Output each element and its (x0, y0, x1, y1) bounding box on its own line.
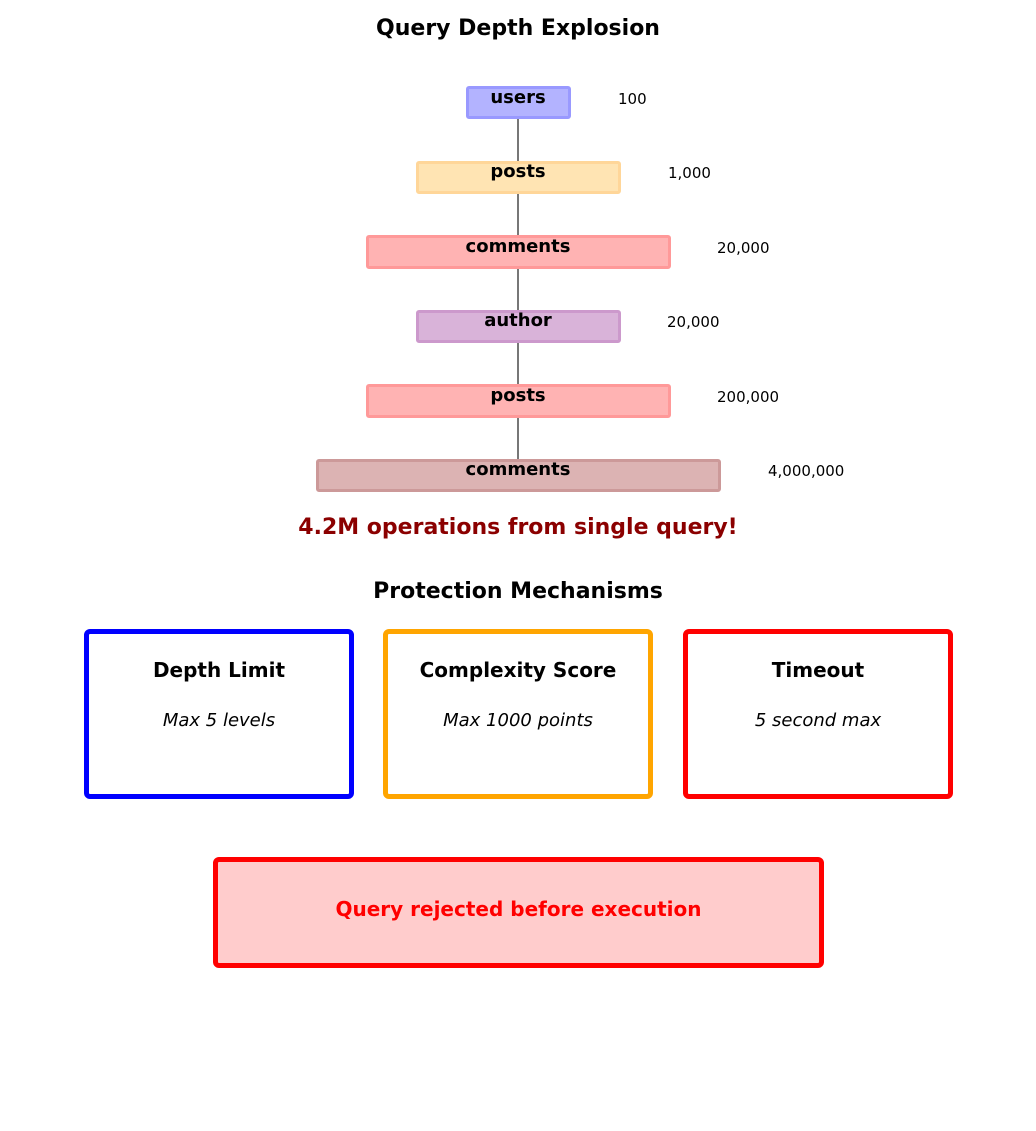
mechanism-desc: Max 5 levels (162, 710, 276, 731)
rejected-text: Query rejected before execution (335, 897, 702, 921)
level-box-posts (366, 384, 671, 418)
level-count: 100 (618, 90, 647, 108)
operations-warning: 4.2M operations from single query! (298, 515, 738, 540)
level-count: 200,000 (717, 388, 780, 406)
explosion-title: Query Depth Explosion (376, 16, 660, 41)
protection-title: Protection Mechanisms (373, 579, 663, 604)
tree-connector (517, 193, 519, 237)
mechanism-title: Depth Limit (152, 658, 286, 682)
mechanism-card-depth-limit: Depth Limit Max 5 levels (84, 629, 354, 799)
level-label: comments (465, 459, 571, 480)
level-label: author (484, 310, 552, 331)
level-count: 20,000 (667, 313, 720, 331)
mechanism-title: Complexity Score (419, 658, 617, 682)
level-label: users (490, 87, 546, 108)
level-box-author (416, 310, 621, 343)
mechanism-card-timeout: Timeout 5 second max (683, 629, 953, 799)
mechanism-desc: Max 1000 points (443, 710, 593, 731)
level-count: 4,000,000 (768, 462, 845, 480)
level-label: posts (490, 385, 546, 406)
level-count: 20,000 (717, 239, 770, 257)
tree-connector (517, 342, 519, 386)
tree-connector (517, 118, 519, 162)
mechanism-desc: 5 second max (754, 710, 882, 731)
tree-connector (517, 417, 519, 461)
level-box-comments (366, 235, 671, 269)
level-box-posts (416, 161, 621, 194)
rejected-box: Query rejected before execution (213, 857, 824, 968)
level-box-comments (316, 459, 721, 492)
tree-connector (517, 268, 519, 311)
level-box-users (466, 86, 571, 119)
mechanism-title: Timeout (771, 658, 865, 682)
level-label: posts (490, 161, 546, 182)
level-count: 1,000 (668, 164, 711, 182)
mechanism-card-complexity-score: Complexity Score Max 1000 points (383, 629, 653, 799)
level-label: comments (465, 236, 571, 257)
